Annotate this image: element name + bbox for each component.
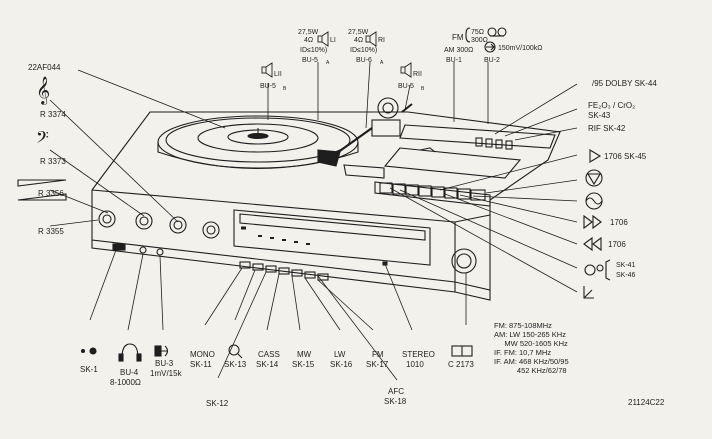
bu4-imp: 8-1000Ω [110,378,141,387]
transport-keys [379,182,486,201]
sk18-label: SK-18 [384,397,407,406]
sk11-label: SK-11 [190,360,212,369]
afc-label: AFC [388,387,404,396]
mono-label: MONO [190,350,215,359]
dolby-label: /95 DOLBY SK-44 [592,79,657,88]
drawing-number: 21124C22 [628,398,665,407]
tone-arm [317,97,413,179]
front-buttons [112,243,388,281]
control-knobs [98,210,477,274]
fm-label: FM [372,350,384,359]
bass-clef-icon: 𝄢 [36,129,49,151]
right-speaker-sym: RI [378,37,385,44]
tuner-window [233,209,431,266]
right-speaker-imp: 4Ω [354,37,363,44]
treble-ref: R 3374 [40,110,66,119]
bu4-label: BU-4 [120,368,139,377]
volume-ref: R 3355 [38,227,64,236]
balance-ref: R 3356 [38,189,64,198]
sk16-label: SK-16 [330,360,353,369]
spec-am-lw: AM: LW 150-265 KHz [494,330,566,339]
left2-sym: LII [274,71,282,78]
ff-label: 1706 [610,218,628,227]
left-speaker-power: 27,5W [298,29,319,36]
sk43-label: SK-43 [588,111,611,120]
bu1-label: BU-1 [446,57,462,64]
sk13-label: SK-13 [224,360,247,369]
fm-ant-imp1: 75Ω [471,29,484,36]
left-speaker-tol: ID≤10%) [300,47,327,54]
right-speaker-sub: A [380,60,384,66]
leader-lines [49,61,578,381]
right2-socket: BU-5 [398,83,414,90]
rif-label: RIF SK-42 [588,124,626,133]
sk12-label: SK-12 [206,399,229,408]
fm-ant-label: FM [452,33,464,42]
left-speaker-sub: A [326,60,330,66]
left-speaker-imp: 4Ω [304,37,313,44]
mw-label: MW [297,350,312,359]
bu2-label: BU-2 [484,57,500,64]
lw-label: LW [334,350,346,359]
right-speaker-power: 27,5W [348,29,369,36]
fm-ant-imp2: 300Ω [471,37,488,44]
left2-socket: BU-5 [260,83,276,90]
play-label: 1706 SK-45 [604,152,647,161]
rew-label: 1706 [608,240,626,249]
spec-fm: FM: 875-108MHz [494,321,552,330]
treble-clef-icon: 𝄞 [36,77,50,105]
speaker-icon [261,31,412,78]
sk1-label: SK-1 [80,365,98,374]
spec-if-fm: IF. FM: 10,7 MHz [494,348,551,357]
spec-am-mw: MW 520-1605 KHz [494,339,568,348]
right-speaker-tol: ID≤10%) [350,47,377,54]
cassette-deck [374,124,556,207]
spec-if-am1: IF. AM: 468 KHz/50/95 [494,357,569,366]
sk46-label: SK-46 [616,272,636,279]
tape-type-label: FE₂O₃ / CrO₂ [588,101,635,110]
c-ref: C 2173 [448,360,474,369]
right2-sub: B [421,86,425,92]
cass-label: CASS [258,350,280,359]
right2-sym: RII [413,71,422,78]
stereo-ref: 1010 [406,360,424,369]
sk41-label: SK-41 [616,262,636,269]
sk17-label: SK-17 [366,360,389,369]
left-speaker-sym: LI [330,37,336,44]
right-speaker-socket: BU-6 [356,57,372,64]
left2-sub: B [283,86,287,92]
bu3-label: BU-3 [155,359,174,368]
bu3-spec: 1mV/15k [150,369,183,378]
am-ant: AM 300Ω [444,47,473,54]
symbols [17,27,611,362]
stereo-label: STEREO [402,350,435,359]
bass-ref: R 3373 [40,157,66,166]
tape-spec: 150mV/100kΩ [498,45,543,52]
turntable [157,115,359,169]
left-speaker-socket: BU-5 [302,57,318,64]
labels: 22AF044 𝄞 R 3374 𝄢 R 3373 R 3356 R 3355 … [28,29,665,408]
model-label: 22AF044 [28,63,61,72]
sk14-label: SK-14 [256,360,279,369]
sk15-label: SK-15 [292,360,315,369]
spec-if-am2: 452 KHz/62/78 [494,366,567,375]
